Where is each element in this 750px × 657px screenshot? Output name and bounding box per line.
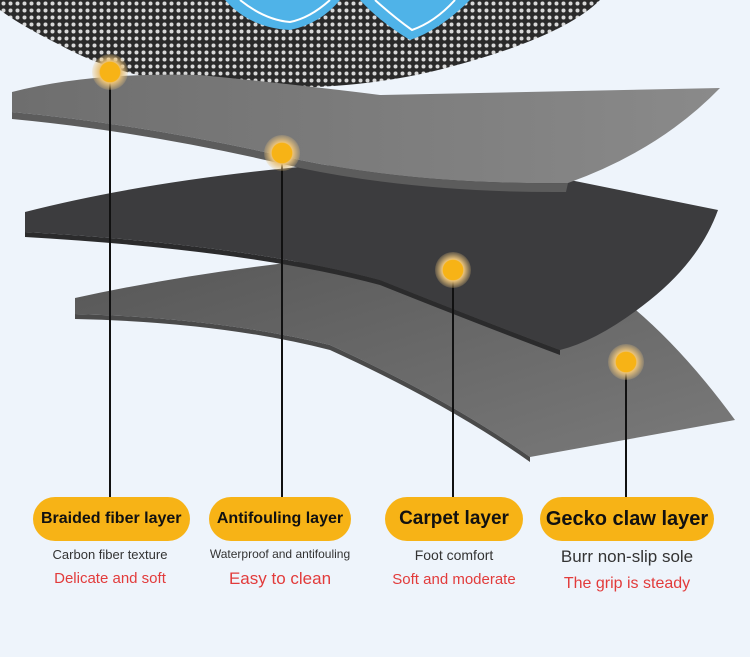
layer-feature: Waterproof and antifouling: [209, 547, 351, 561]
layer-benefit: Delicate and soft: [54, 570, 166, 587]
layer-label-braided: Braided fiber layer Carbon fiber texture…: [33, 497, 190, 587]
layer-feature: Foot comfort: [414, 547, 494, 563]
marker-dot-carpet: [435, 252, 471, 288]
layer-feature: Burr non-slip sole: [560, 547, 694, 566]
wave-logo: [225, 0, 470, 40]
marker-dot-antifouling: [264, 135, 300, 171]
layer-benefit: Soft and moderate: [392, 571, 516, 588]
marker-dot-gecko: [608, 344, 644, 380]
layer-name-pill: Antifouling layer: [208, 497, 352, 541]
marker-dot-braided: [92, 54, 128, 90]
layer-benefit: Easy to clean: [228, 569, 332, 588]
layer-benefit: The grip is steady: [563, 575, 691, 592]
layer-feature: Carbon fiber texture: [52, 547, 168, 562]
layer-label-antifouling: Antifouling layer Waterproof and antifou…: [200, 497, 360, 589]
layer-name-pill: Braided fiber layer: [33, 497, 190, 541]
antifouling-layer: [12, 74, 720, 184]
layer-name-pill: Gecko claw layer: [539, 497, 715, 541]
layer-label-gecko: Gecko claw layer Burr non-slip sole The …: [532, 497, 722, 593]
braided-mesh-surface: [0, 0, 600, 89]
layer-name-pill: Carpet layer: [385, 497, 523, 541]
carpet-layer: [25, 165, 718, 350]
layer-label-carpet: Carpet layer Foot comfort Soft and moder…: [378, 497, 530, 588]
